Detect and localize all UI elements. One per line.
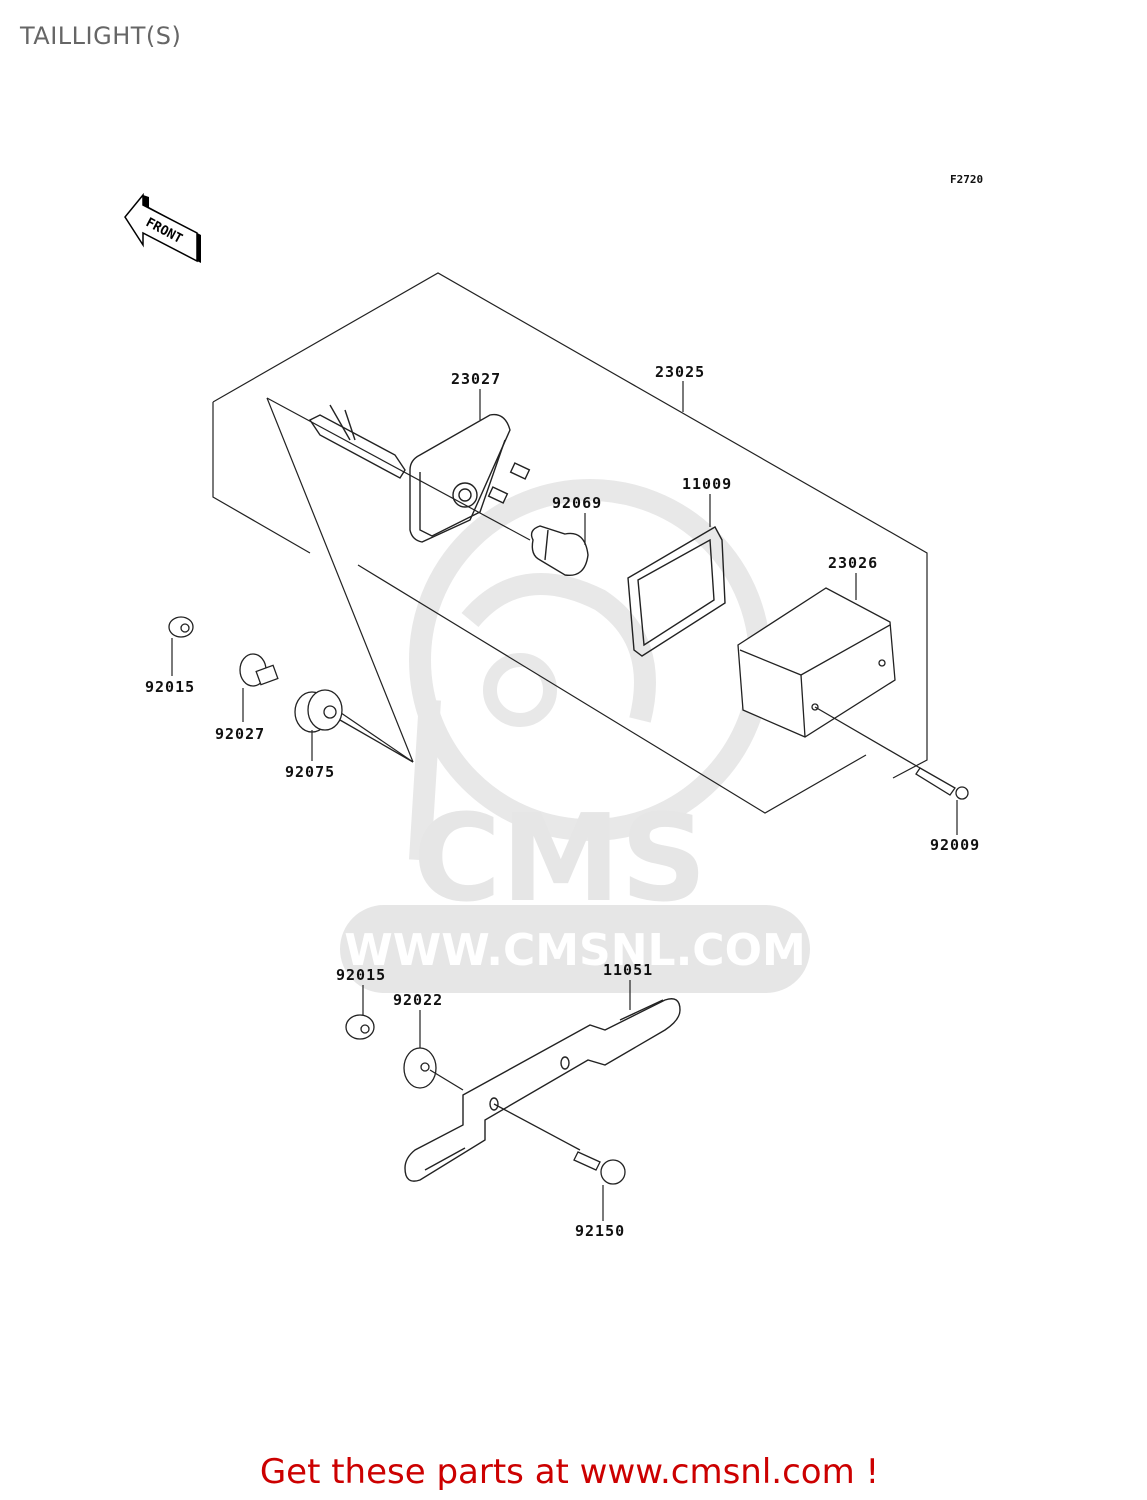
leader-lines [171, 381, 958, 1221]
front-arrow-icon: FRONT [124, 192, 201, 263]
part-label-23025[interactable]: 23025 [655, 363, 705, 381]
bolt [493, 1103, 626, 1185]
part-label-11009[interactable]: 11009 [682, 475, 732, 493]
nut-lower [345, 1014, 375, 1040]
part-label-92015-lower[interactable]: 92015 [336, 966, 386, 984]
bulb [530, 525, 589, 577]
washer [403, 1047, 464, 1091]
lens [737, 587, 896, 738]
cms-watermark-logo: CMS WWW.CMSNL.COM [340, 790, 810, 993]
part-label-23027[interactable]: 23027 [451, 370, 501, 388]
part-label-92027[interactable]: 92027 [215, 725, 265, 743]
part-label-92009[interactable]: 92009 [930, 836, 980, 854]
svg-text:WWW.CMSNL.COM: WWW.CMSNL.COM [344, 925, 806, 976]
grommet [294, 689, 414, 763]
footer-cta[interactable]: Get these parts at www.cmsnl.com ! [0, 1452, 1147, 1492]
collar [239, 653, 279, 687]
part-label-92075[interactable]: 92075 [285, 763, 335, 781]
page-title: TAILLIGHT(S) [20, 22, 182, 50]
screw [814, 706, 969, 800]
figure-code: F2720 [950, 173, 983, 186]
taillight-housing [308, 404, 531, 543]
part-label-92022[interactable]: 92022 [393, 991, 443, 1009]
part-labels: 23027 23025 92069 11009 23026 92009 9201… [145, 363, 980, 1240]
part-label-23026[interactable]: 23026 [828, 554, 878, 572]
footer-cta-text[interactable]: Get these parts at www.cmsnl.com ! [259, 1452, 880, 1492]
bracket [404, 998, 681, 1182]
part-label-92150[interactable]: 92150 [575, 1222, 625, 1240]
gasket [627, 526, 726, 657]
nut-upper [168, 616, 194, 638]
part-label-11051[interactable]: 11051 [603, 961, 653, 979]
part-label-92015-upper[interactable]: 92015 [145, 678, 195, 696]
part-label-92069[interactable]: 92069 [552, 494, 602, 512]
